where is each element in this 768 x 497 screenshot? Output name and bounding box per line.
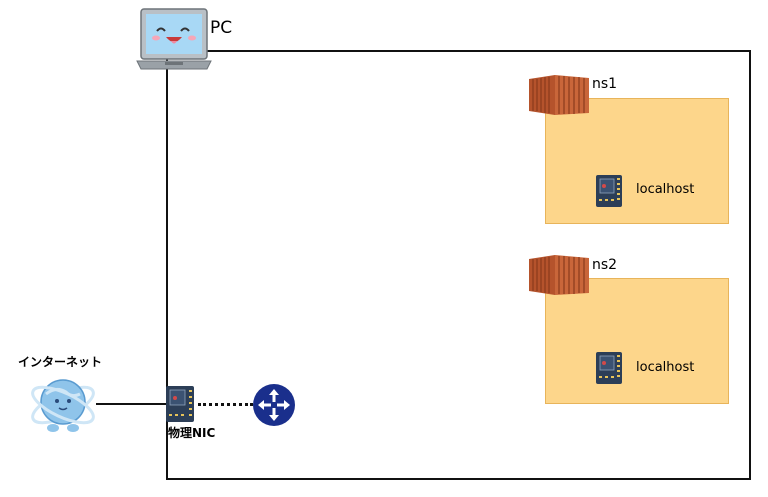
- ns1-localhost-label: localhost: [636, 182, 695, 197]
- router-icon: [252, 383, 296, 427]
- ns2-localhost-label: localhost: [636, 360, 695, 375]
- ns1-label: ns1: [592, 76, 618, 92]
- physical-nic-label: 物理NIC: [168, 426, 216, 440]
- globe-icon: [28, 372, 98, 438]
- pc-label: PC: [210, 18, 233, 38]
- ns2-label: ns2: [592, 257, 618, 273]
- pc-link-line: [166, 70, 168, 400]
- ns2-box: [545, 278, 729, 404]
- ns1-box: [545, 98, 729, 224]
- internet-link-line: [96, 403, 168, 405]
- internet-label: インターネット: [18, 355, 103, 369]
- nic-chip-icon: [163, 384, 197, 424]
- container-icon: [529, 255, 589, 295]
- nic-chip-icon: [594, 173, 624, 209]
- dotted-link-line: [198, 403, 253, 406]
- laptop-icon: [135, 7, 213, 75]
- nic-chip-icon: [594, 350, 624, 386]
- container-icon: [529, 75, 589, 115]
